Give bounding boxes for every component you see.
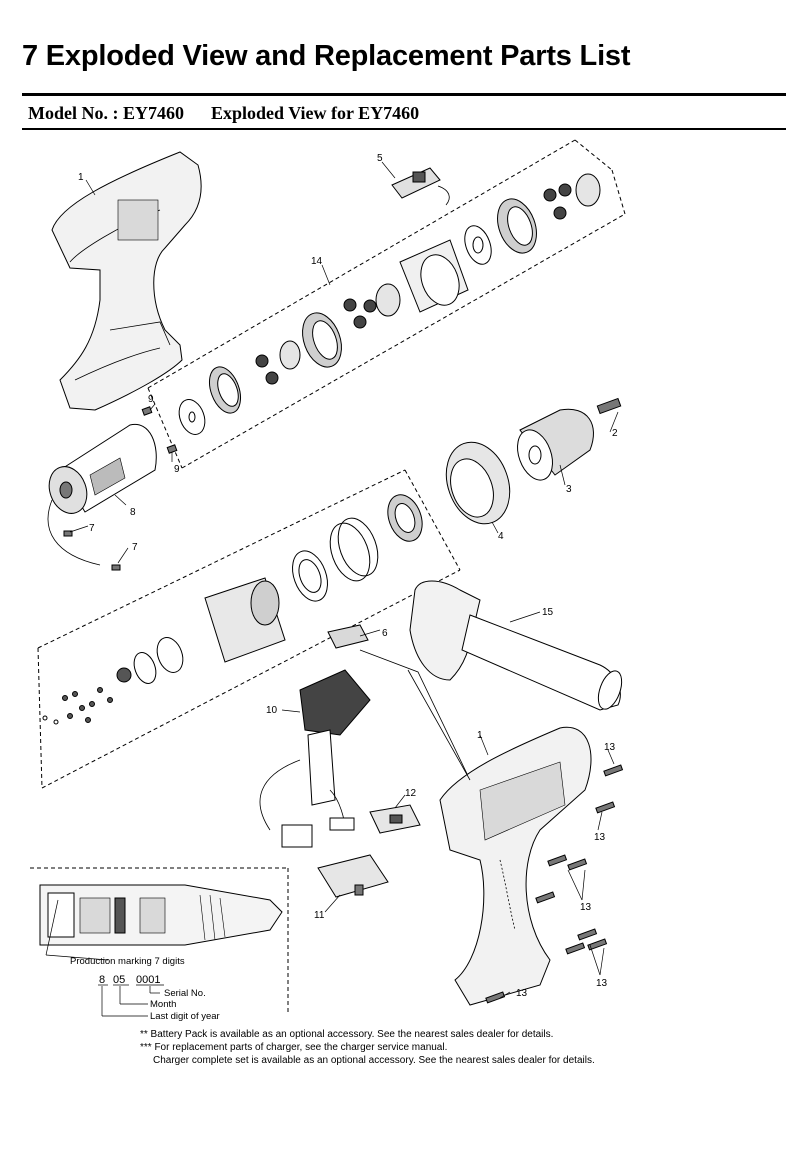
bit-screw [596, 397, 622, 415]
marking-label-year: Last digit of year [150, 1011, 220, 1022]
callout-housing-screw-4: 13 [596, 978, 608, 989]
inset-drill-body [39, 884, 283, 961]
marking-label-month: Month [150, 999, 176, 1010]
model-label: Model No. : EY7460 [28, 103, 184, 123]
marking-brackets [98, 984, 164, 1017]
footnote-charger-set: Charger complete set is available as an … [153, 1055, 595, 1066]
marking-digit-serial: 0001 [136, 974, 160, 986]
callout-switch-lever: 5 [377, 153, 383, 164]
lock-plate [369, 804, 421, 834]
clutch-assembly-boundary [37, 469, 461, 789]
view-label: Exploded View for EY7460 [211, 103, 420, 123]
callout-lock-plate: 12 [405, 788, 417, 799]
motor [47, 423, 157, 566]
housing-screws [485, 764, 624, 1004]
callout-side-handle: 15 [542, 607, 554, 618]
marking-label-serial: Serial No. [164, 988, 206, 999]
chuck [517, 408, 594, 481]
production-inset-boundary [30, 867, 289, 1015]
callout-battery-terminal: 11 [314, 910, 325, 921]
housing-half-top [51, 151, 202, 411]
callout-trigger-switch: 10 [266, 705, 278, 716]
switch-lever [391, 167, 450, 206]
trigger-switch [259, 669, 371, 848]
callout-chuck: 3 [566, 484, 572, 495]
gear-box-boundary [147, 139, 626, 469]
subtitle-rule [22, 128, 786, 130]
callout-clutch-ring: 4 [498, 531, 504, 542]
marking-digit-month: 05 [113, 974, 125, 986]
footnote-charger-manual: *** For replacement parts of charger, se… [140, 1042, 448, 1053]
callout-gear-box: 14 [311, 256, 323, 267]
callout-motor-screw-b: 9 [174, 464, 180, 475]
clutch-parts [42, 494, 423, 725]
marking-digit-year: 8 [99, 974, 105, 986]
callout-terminal-screw-b: 7 [132, 542, 138, 553]
production-marking-caption: Production marking 7 digits [70, 956, 185, 967]
callout-housing-top: 1 [78, 172, 84, 183]
callout-housing-screw-1: 13 [604, 742, 616, 753]
housing-assembled [407, 669, 592, 1006]
subtitle-row: Model No. : EY7460 Exploded View for EY7… [28, 103, 419, 124]
callout-switch-spring: 6 [382, 628, 388, 639]
leader-lines [69, 161, 619, 999]
title-rule [22, 93, 786, 96]
side-handle [409, 580, 623, 711]
callout-terminal-screw-a: 7 [89, 523, 95, 534]
switch-spring [327, 624, 471, 781]
callout-housing-screw-2: 13 [594, 832, 606, 843]
section-title: 7 Exploded View and Replacement Parts Li… [22, 40, 631, 72]
terminal-screws [63, 530, 121, 571]
callout-housing-screw-5: 13 [516, 988, 528, 999]
callout-bit-screw: 2 [612, 428, 618, 439]
battery-terminal [317, 854, 389, 898]
callout-motor: 8 [130, 507, 136, 518]
gear-train [178, 173, 601, 435]
callout-motor-screw-a: 9 [148, 394, 154, 405]
clutch-ring [445, 441, 511, 525]
production-marking: Production marking 7 digits 8 05 0001 Se… [70, 956, 220, 1022]
footnotes: ** Battery Pack is available as an optio… [140, 1028, 595, 1067]
callout-housing-screw-3: 13 [580, 902, 592, 913]
footnote-battery: ** Battery Pack is available as an optio… [140, 1029, 554, 1040]
callout-housing-bottom: 1 [477, 730, 483, 741]
callout-numbers: 1 5 14 9 9 8 7 7 2 3 4 15 6 10 1 12 11 1… [78, 153, 618, 999]
